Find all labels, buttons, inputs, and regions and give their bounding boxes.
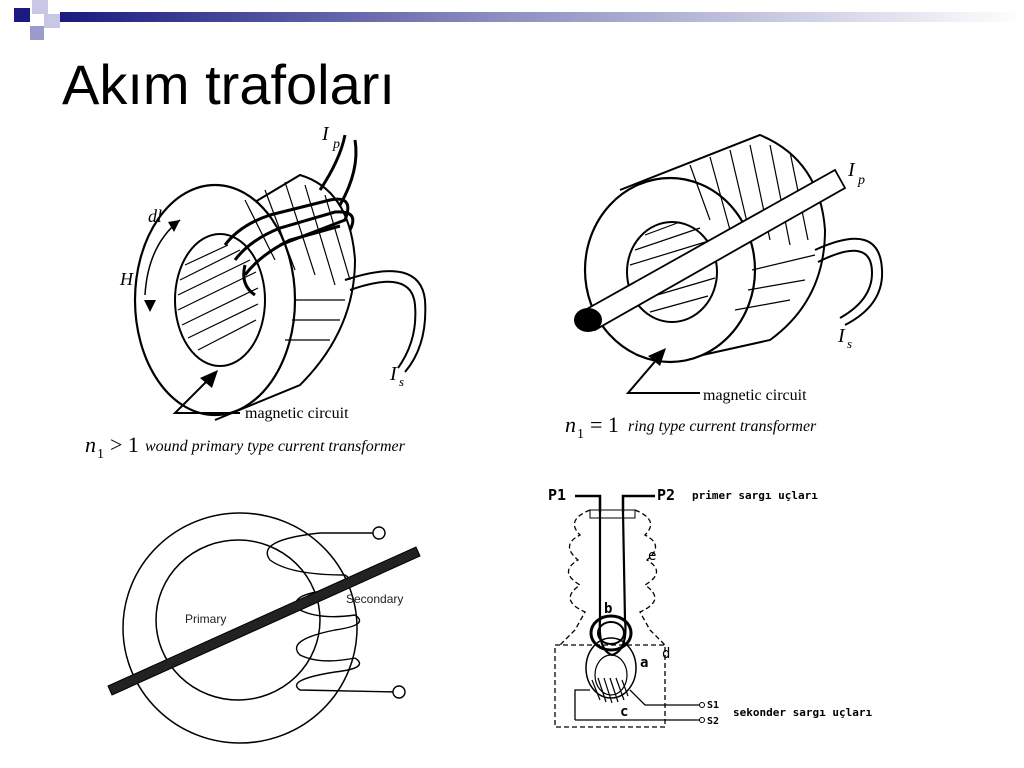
sekonder-label: sekonder sargı uçları: [733, 706, 872, 719]
dl-label: dl: [148, 206, 162, 226]
is-label: I: [389, 363, 398, 385]
primer-label: primer sargı uçları: [692, 489, 818, 502]
ip-label-ring-sub: p: [857, 173, 865, 188]
caption-n: n: [85, 432, 96, 457]
p2-label: P2: [657, 486, 675, 504]
ip-label-ring: I: [847, 159, 856, 181]
caption-relation-ring: = 1: [590, 412, 619, 437]
d-label: d: [662, 646, 670, 662]
s2-label: S2: [707, 716, 719, 727]
caption-wound-primary: wound primary type current transformer: [145, 438, 406, 455]
primary-label: Primary: [185, 612, 226, 626]
caption-relation: > 1: [110, 432, 139, 457]
caption-n-ring-sub: 1: [577, 427, 584, 442]
is-label-ring: I: [837, 325, 846, 347]
is-label-ring-sub: s: [847, 336, 852, 351]
square-icon: [14, 8, 30, 22]
c-label: c: [620, 704, 628, 720]
s1-label: S1: [707, 700, 719, 711]
ip-label-sub: p: [332, 137, 340, 152]
top-decoration: [14, 0, 1024, 40]
page-title: Akım trafoları: [62, 53, 395, 116]
h-label: H: [119, 269, 134, 289]
caption-n-sub: 1: [97, 447, 104, 462]
magnetic-circuit-label: magnetic circuit: [245, 405, 349, 422]
is-label-sub: s: [399, 374, 404, 389]
caption-ring-type: ring type current transformer: [628, 418, 817, 435]
magnetic-circuit-label-ring: magnetic circuit: [703, 387, 807, 404]
secondary-label: Secondary: [346, 592, 403, 606]
e-label: e: [648, 548, 656, 564]
caption-n-ring: n: [565, 412, 576, 437]
p1-label: P1: [548, 486, 566, 504]
b-label: b: [604, 601, 612, 617]
ip-label: I: [321, 123, 330, 145]
a-label: a: [640, 655, 648, 671]
